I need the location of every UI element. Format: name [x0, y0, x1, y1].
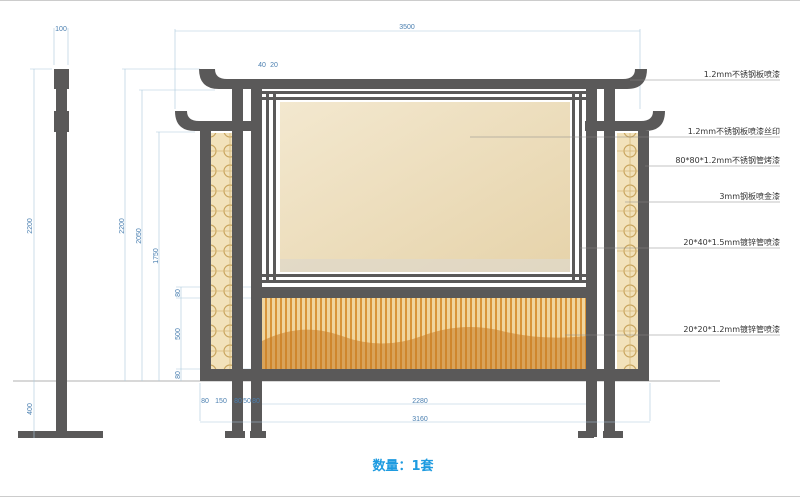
label-panel: 1.2mm不锈钢板喷漆丝印 [688, 126, 780, 136]
left-column-1 [232, 89, 243, 437]
panel-frame [262, 91, 586, 283]
side-dimensions: 100 2200 400 [27, 26, 69, 438]
dim-side-base: 400 [27, 403, 34, 415]
dim-w2: 150 [215, 398, 227, 405]
quantity-label: 数量：1套 [372, 458, 434, 474]
side-cap [54, 69, 69, 89]
right-column-2 [586, 89, 597, 437]
dim-inner-width: 2280 [412, 398, 428, 405]
left-column-2 [251, 89, 262, 437]
dim-top-beam: 80 [175, 289, 182, 297]
dim-w4: 50 [243, 398, 251, 405]
dim-frame-b: 20 [270, 62, 278, 69]
label-lattice: 3mm钢板喷金漆 [719, 191, 780, 201]
front-height-dimensions: 3500 40 20 2200 2050 1750 80 500 80 [119, 24, 641, 381]
dim-total-width: 3500 [399, 24, 415, 31]
dim-side-height: 2200 [27, 218, 34, 234]
right-lattice-panel [617, 133, 638, 369]
width-dimensions: 80 150 80 50 80 2280 3160 [199, 383, 651, 423]
label-roof: 1.2mm不锈钢板喷漆 [704, 69, 780, 79]
dim-w3: 80 [234, 398, 242, 405]
dim-w1: 80 [201, 398, 209, 405]
leader-lines [470, 79, 780, 336]
dim-roof-height: 2200 [119, 218, 126, 234]
dim-slats: 500 [175, 328, 182, 340]
left-outer-column [200, 131, 211, 381]
bottom-beam [200, 369, 649, 381]
label-frame-tube: 20*40*1.5mm镀锌管喷漆 [683, 237, 780, 247]
dim-side-frame-height: 1750 [153, 248, 160, 264]
right-outer-column [638, 131, 649, 381]
panel-pattern-border [280, 259, 570, 272]
display-panel [280, 102, 570, 272]
left-lattice-panel [211, 133, 232, 369]
side-view [18, 69, 103, 438]
label-column: 80*80*1.2mm不锈钢管烤漆 [675, 155, 780, 165]
dim-frame-a: 40 [258, 62, 266, 69]
dim-bottom-beam: 80 [175, 371, 182, 379]
dim-side-width: 100 [55, 26, 67, 33]
front-view [175, 69, 665, 438]
dim-w5: 80 [252, 398, 260, 405]
middle-beam [262, 287, 586, 298]
upper-roof [199, 69, 647, 89]
label-slat-tube: 20*20*1.2mm镀锌管喷漆 [683, 324, 780, 334]
side-base [18, 431, 103, 438]
dim-outer-width: 3160 [412, 416, 428, 423]
dim-lower-roof-height: 2050 [136, 228, 143, 244]
right-column-1 [604, 89, 615, 437]
